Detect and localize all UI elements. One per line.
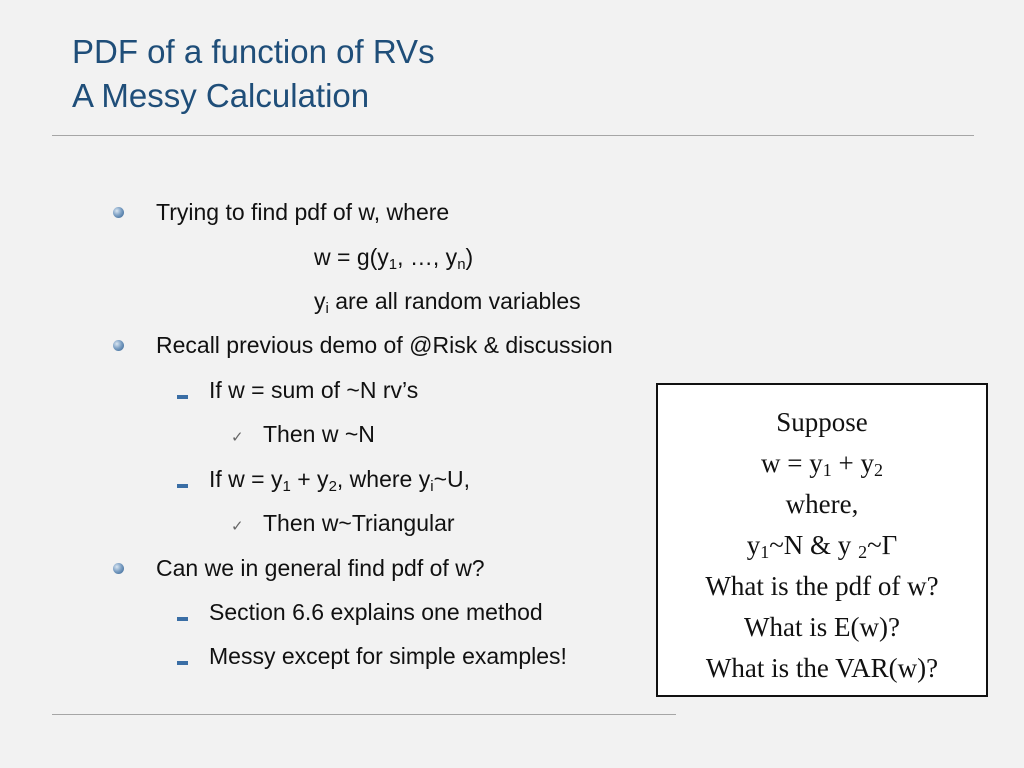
bullet-2-text: Recall previous demo of @Risk & discussi… — [156, 332, 613, 358]
callout-box: Suppose w = y1 + y2 where, y1~N & y 2~Γ … — [656, 383, 988, 697]
equation-yi: yi are all random variables — [314, 288, 581, 317]
sub-bullet-section: Section 6.6 explains one method — [209, 599, 543, 625]
bullet-3-text: Can we in general find pdf of w? — [156, 555, 485, 581]
check-item-normal: Then w ~N — [263, 421, 375, 447]
callout-question-pdf: What is the pdf of w? — [705, 571, 939, 601]
dash-bullet-icon — [177, 617, 188, 621]
footer-divider — [52, 714, 676, 715]
dash-bullet-icon — [177, 395, 188, 399]
callout-question-mean: What is E(w)? — [744, 612, 900, 642]
callout-line-where: where, — [785, 489, 859, 519]
check-bullet-icon: ✓ — [231, 517, 244, 535]
round-bullet-icon — [113, 340, 124, 351]
slide-title: PDF of a function of RVs A Messy Calcula… — [72, 30, 435, 118]
sub-bullet-sum-normal: If w = sum of ~N rv’s — [209, 377, 419, 403]
callout-line-w-equation: w = y1 + y2 — [761, 448, 883, 480]
check-item-triangular: Then w~Triangular — [263, 510, 455, 536]
bullet-1-text: Trying to find pdf of w, where — [156, 199, 450, 225]
sub-bullet-sum-uniform: If w = y1 + y2, where yi~U, — [209, 466, 471, 495]
title-line-1: PDF of a function of RVs — [72, 33, 435, 70]
round-bullet-icon — [113, 207, 124, 218]
dash-bullet-icon — [177, 661, 188, 665]
callout-question-variance: What is the VAR(w)? — [705, 653, 939, 683]
check-bullet-icon: ✓ — [231, 428, 244, 446]
callout-line-suppose: Suppose — [776, 407, 868, 437]
title-line-2: A Messy Calculation — [72, 77, 370, 114]
equation-w: w = g(y1, …, yn) — [314, 244, 474, 273]
round-bullet-icon — [113, 563, 124, 574]
callout-line-distributions: y1~N & y 2~Γ — [746, 530, 898, 562]
sub-bullet-messy: Messy except for simple examples! — [209, 643, 567, 669]
dash-bullet-icon — [177, 484, 188, 488]
title-divider — [52, 135, 974, 136]
